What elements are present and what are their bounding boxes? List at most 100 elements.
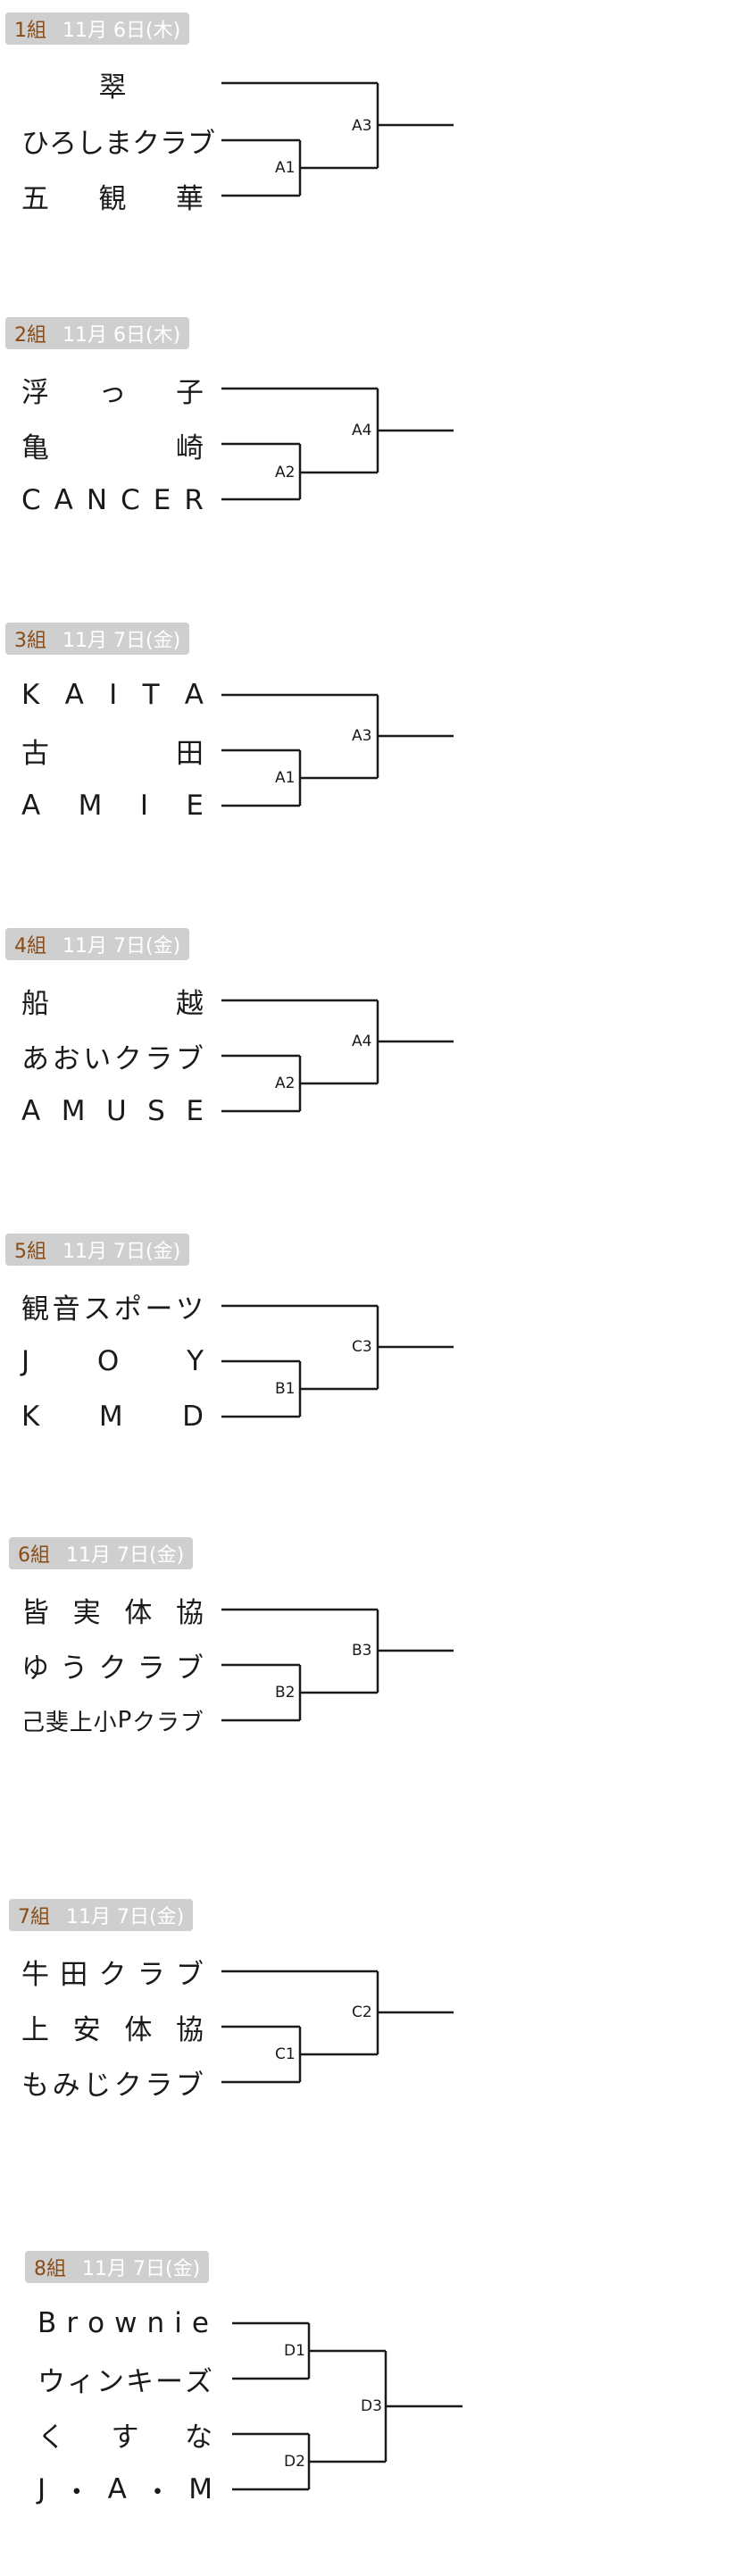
team-name-char: ー (155, 2365, 183, 2398)
team-name-char: ま (104, 127, 132, 160)
group-date: 11月 7日(金) (62, 1241, 181, 1263)
team-name-char: し (77, 127, 104, 160)
group-name: 8組 (34, 2258, 66, 2280)
bracket-lines (221, 693, 454, 807)
group-date: 11月 7日(金) (66, 1544, 185, 1567)
group-header: 3組 11月 7日(金) (5, 623, 190, 655)
team-name-char: w (114, 2307, 141, 2339)
team-name-char: I (139, 790, 148, 822)
team-name-char: ・ (144, 2476, 172, 2509)
team-name-char: お (52, 1042, 80, 1075)
team-name-char: r (66, 2307, 82, 2339)
team-name-char: 体 (124, 1596, 153, 1629)
team-name-char: ィ (67, 2365, 95, 2398)
team-name-char: Y (187, 1345, 204, 1377)
team-name-char: 実 (72, 1596, 101, 1629)
group-name: 1組 (14, 20, 46, 42)
team-name-char: A (107, 2473, 127, 2505)
match-label-final: A4 (352, 1033, 372, 1050)
team-name-char: ー (145, 1292, 173, 1326)
team-name-char: い (83, 1042, 112, 1075)
team-name-char: ろ (49, 127, 77, 160)
team-name-char: 上 (69, 1709, 93, 1736)
team-name-char: M (98, 1401, 123, 1433)
team-name-char: C (21, 484, 41, 516)
team-name-char: 田 (60, 1958, 88, 1991)
group-date: 11月 7日(金) (62, 630, 181, 652)
match-label-b: D2 (284, 2453, 305, 2471)
team-3: もみじクラブ (21, 2062, 204, 2103)
team-name-char: み (52, 2069, 80, 2102)
team-name-char: e (191, 2307, 212, 2339)
team-name-char: D (182, 1401, 204, 1433)
team-name-char: ブ (176, 1958, 204, 1991)
match-label-final: B3 (352, 1642, 372, 1660)
group-name: 3組 (14, 630, 46, 652)
group-header: 2組 11月 6日(木) (5, 317, 190, 349)
team-name-char: じ (83, 2069, 112, 2102)
team-name-char: 牛 (21, 1958, 49, 1991)
team-name-char: 翠 (98, 71, 127, 104)
match-label-semi: B1 (275, 1380, 296, 1398)
match-label-semi: B2 (275, 1684, 296, 1702)
team-name-char: ク (98, 1652, 127, 1685)
team-name-char: 斐 (45, 1709, 69, 1736)
team-name-char: ズ (185, 2365, 212, 2398)
bracket-lines (221, 999, 454, 1113)
team-name-char: 小 (93, 1709, 117, 1736)
match-label-final: C2 (352, 2003, 372, 2021)
team-2: 亀崎 (21, 424, 204, 465)
group-header: 5組 11月 7日(金) (5, 1234, 190, 1266)
team-name-char: E (186, 1095, 204, 1127)
team-name-char: 五 (21, 182, 49, 215)
team-name-char: S (147, 1095, 165, 1127)
team-name-char: 華 (176, 182, 204, 215)
team-name-char: ウ (38, 2365, 65, 2398)
team-2: ゆうクラブ (21, 1644, 204, 1685)
team-name-char: 崎 (176, 431, 204, 464)
team-name-char: N (86, 484, 108, 516)
team-name-char: ツ (175, 1292, 204, 1326)
team-name-char: 協 (175, 1596, 204, 1629)
team-name-char: P (117, 1707, 132, 1734)
team-name-char: 古 (21, 737, 49, 770)
team-name-char: っ (98, 376, 127, 409)
team-name-char: 協 (175, 2013, 204, 2046)
bracket-lines (221, 1608, 454, 1722)
team-name-char: ブ (176, 1652, 204, 1685)
team-name-char: ス (83, 1292, 112, 1326)
team-2: ひろしまクラブ (21, 120, 215, 161)
team-name-char: T (142, 679, 160, 711)
team-name-char: ク (132, 1709, 156, 1736)
match-label-final: A4 (352, 422, 372, 439)
team-name-char: ラ (160, 127, 188, 160)
team-name-char: ゆ (21, 1652, 49, 1685)
bracket-lines (221, 387, 454, 501)
group-header: 1組 11月 6日(木) (5, 13, 190, 45)
group-name: 4組 (14, 935, 46, 958)
team-name-char: ブ (175, 2069, 204, 2102)
team-name-char: ラ (156, 1709, 180, 1736)
bracket-lines (232, 2321, 462, 2491)
team-name-char: A (54, 484, 73, 516)
bracket-lines (221, 81, 454, 197)
match-label-semi: A2 (275, 1075, 296, 1092)
match-label-final: D3 (361, 2397, 382, 2415)
match-label-semi: C1 (275, 2045, 296, 2063)
team-name-char: ク (113, 1042, 142, 1075)
team-name-char: ・ (62, 2476, 91, 2509)
team-name-char: A (21, 790, 41, 822)
team-name-char: 浮 (21, 376, 49, 409)
team-name-char: 己 (21, 1709, 46, 1736)
team-2: 上安体協 (21, 2006, 204, 2047)
team-name-char: J (38, 2473, 46, 2505)
team-name-char: ポ (113, 1292, 142, 1326)
team-name-char: 亀 (21, 431, 49, 464)
group-header: 7組 11月 7日(金) (9, 1899, 194, 1931)
